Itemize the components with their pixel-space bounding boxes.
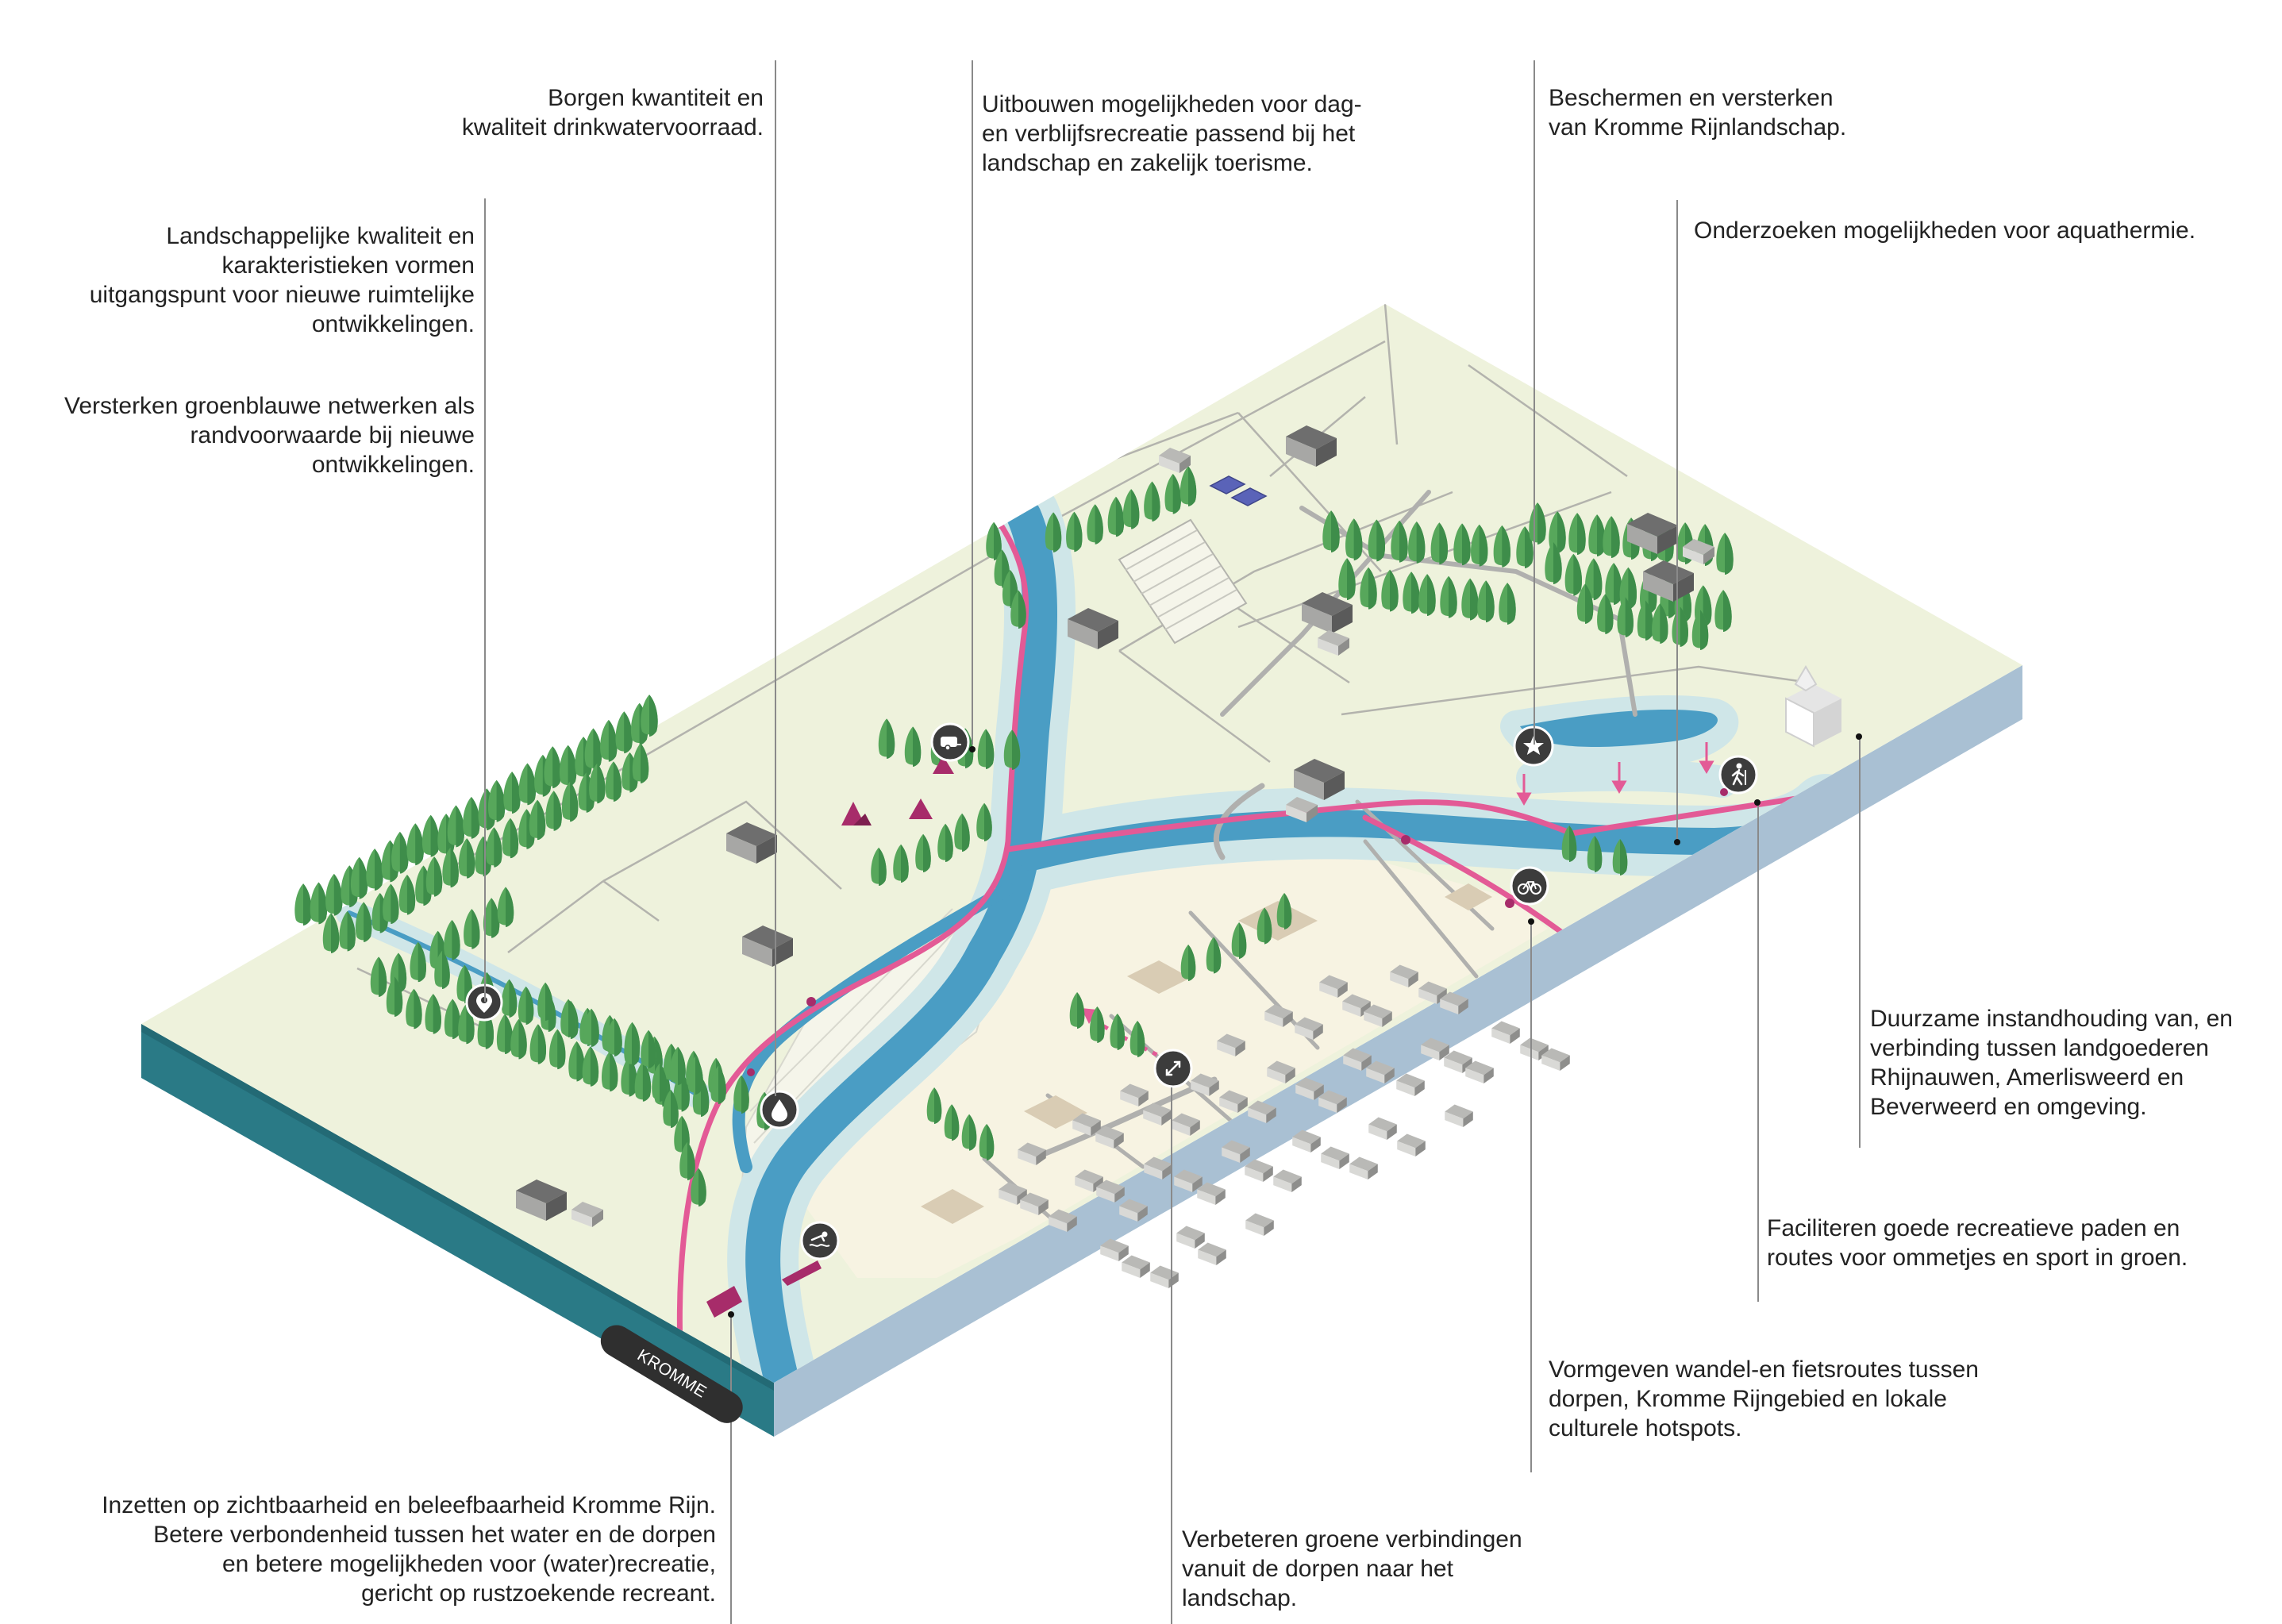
tree (366, 849, 383, 891)
tree (350, 856, 368, 899)
water-drop-icon (760, 1090, 799, 1129)
leader-groene-verbindingen (1171, 1087, 1172, 1624)
boats (706, 1260, 822, 1318)
tree (518, 763, 537, 806)
house (1321, 1146, 1349, 1169)
house (1397, 1133, 1426, 1156)
bicycle-icon (1510, 866, 1549, 906)
dot-wandel-fiets (1528, 918, 1534, 925)
tent-icon (841, 756, 954, 825)
house (1445, 1104, 1473, 1127)
tree (503, 772, 521, 814)
leader-landgoederen (1859, 735, 1861, 1148)
house (1122, 1255, 1150, 1278)
leader-landschap (484, 198, 486, 1002)
leader-wandel-fiets (1530, 921, 1532, 1472)
annotation-recreatie: Uitbouwen mogelijkheden voor dag- en ver… (982, 91, 1362, 176)
annotation-zichtbaarheid: Inzetten op zichtbaarheid en beleefbaarh… (102, 1492, 716, 1607)
annotation-kromme-rijnlandschap: Beschermen en versterken van Kromme Rijn… (1549, 85, 1847, 140)
church-icon (1785, 665, 1841, 748)
dot-landgoederen (1856, 733, 1862, 740)
house (1396, 1073, 1425, 1096)
solar-panel-icon (1209, 475, 1268, 506)
dot-recreatie (969, 746, 976, 752)
annotation-paden: Faciliteren goede recreatieve paden en r… (1767, 1215, 2188, 1271)
house (1245, 1213, 1274, 1236)
leader-aquathermie (1676, 200, 1678, 841)
leader-kromme-rijnlandschap (1534, 60, 1535, 745)
dotted-connection-arrowhead (1081, 1008, 1097, 1024)
leader-recreatie (972, 60, 973, 745)
pond-north (1520, 710, 1718, 747)
tree (544, 746, 561, 789)
caravan-icon (930, 722, 970, 762)
house (1368, 1117, 1397, 1140)
tree (584, 728, 602, 771)
annotation-landgoederen: Duurzame instandhouding van, en verbindi… (1870, 1006, 2233, 1120)
route-users (747, 788, 1728, 1076)
dot-paden (1754, 799, 1761, 806)
hiker-icon (1718, 755, 1758, 795)
tree (447, 805, 465, 848)
tree (406, 823, 424, 866)
dot-zichtbaarheid (728, 1311, 734, 1318)
tree (310, 882, 328, 925)
leader-paden (1757, 802, 1759, 1302)
tree (559, 745, 577, 787)
annotation-groenblauw: Versterken groenblauwe netwerken als ran… (64, 393, 475, 478)
house (1198, 1242, 1226, 1265)
down-arrows (1516, 742, 1714, 806)
tree (421, 814, 440, 857)
tree (641, 695, 658, 737)
tree (615, 711, 633, 754)
house (1349, 1156, 1378, 1180)
swimmer-icon (800, 1221, 840, 1260)
leader-drinkwater (775, 60, 776, 1096)
tree (294, 883, 312, 926)
tree (487, 779, 506, 822)
block-side-left-top-edge (141, 1024, 774, 1391)
tree (391, 831, 409, 874)
house (1150, 1265, 1179, 1288)
annotation-drinkwater: Borgen kwantiteit en kwaliteit drinkwate… (461, 85, 764, 140)
dot-aquathermie (1674, 839, 1680, 845)
tree (325, 873, 343, 916)
annotation-wandel-fiets: Vormgeven wandel-en fietsroutes tussen d… (1549, 1357, 1979, 1441)
expand-arrows-icon (1153, 1049, 1193, 1088)
annotation-landschap-kwaliteit: Landschappelijke kwaliteit en karakteris… (89, 223, 475, 337)
block-side-right (774, 665, 2022, 1437)
tree (463, 796, 480, 839)
striped-field-north (1118, 518, 1248, 645)
leader-zichtbaarheid (730, 1314, 732, 1624)
annotation-groene-verbindingen: Verbeteren groene verbindingen vanuit de… (1182, 1526, 1522, 1611)
house (1273, 1169, 1302, 1192)
annotation-aquathermie: Onderzoeken mogelijkheden voor aquatherm… (1694, 217, 2196, 244)
tree (600, 719, 618, 762)
house (1491, 1021, 1520, 1044)
house (1176, 1226, 1205, 1249)
